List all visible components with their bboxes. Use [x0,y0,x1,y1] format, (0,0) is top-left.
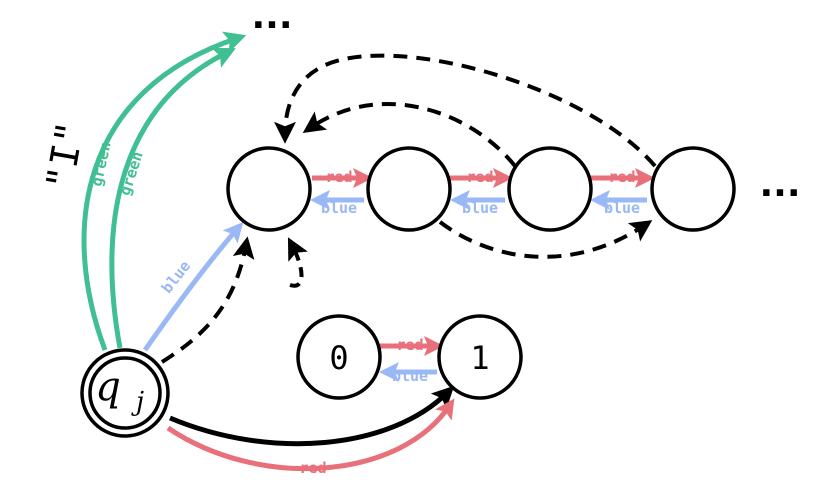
label-red-chain-1: red [325,168,352,186]
label-red-start-one: red [299,459,326,477]
chain-state-1 [226,146,312,232]
blue-edge-start-to-chain [142,221,244,352]
chain-state-2 [366,146,452,232]
dashed-back-edge-long [274,53,657,168]
label-blue-chain-2: blue [462,199,498,217]
dashed-forward-edge [438,220,653,259]
black-edge-start-to-one [169,385,455,447]
state-zero-label: 0 [329,339,348,377]
dashed-back-edge-short [302,102,517,168]
label-green-outer: green [88,140,115,188]
green-edge-outer [81,31,247,351]
dashed-edge-start-to-chain [160,236,255,364]
state-one-label: 1 [470,339,489,377]
chain-state-3 [507,146,593,232]
state-zero [296,314,382,400]
ellipsis-top: ... [251,0,292,37]
dashed-self-loop [287,237,308,288]
label-red-zero-one: red [396,336,423,354]
label-quote-I: "I" [38,118,93,193]
ellipsis-right: ... [759,164,800,205]
label-green-inner: green [116,149,147,198]
label-blue-chain-1: blue [321,199,357,217]
start-state-label: q [95,364,121,410]
label-red-chain-3: red [608,168,635,186]
state-one [437,314,523,400]
label-blue-chain-3: blue [604,199,640,217]
chain-state-4 [650,146,736,232]
start-state-inner [88,356,162,430]
red-edge-start-to-one [166,398,455,472]
green-edge-inner [109,47,236,349]
label-red-chain-2: red [466,168,493,186]
label-blue-one-zero: blue [392,367,428,385]
